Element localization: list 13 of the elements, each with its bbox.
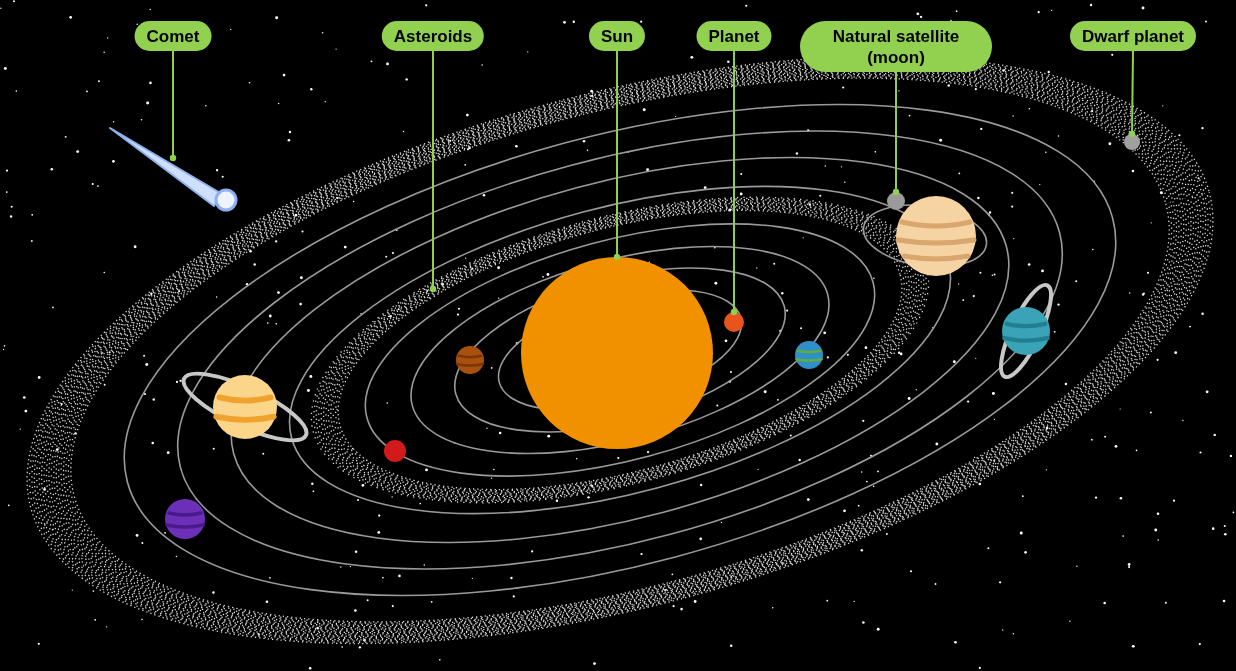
callout-label: Sun bbox=[588, 21, 646, 51]
leader-line bbox=[429, 50, 437, 293]
leader-line bbox=[1128, 50, 1136, 138]
callout-label: Comet bbox=[134, 21, 212, 51]
leader-line bbox=[613, 50, 621, 261]
callout-label: Dwarf planet bbox=[1070, 21, 1196, 51]
leader-line bbox=[892, 71, 900, 196]
planet-drawing bbox=[887, 192, 905, 210]
callout-label: Natural satellite (moon) bbox=[800, 21, 992, 72]
leader-line bbox=[169, 50, 177, 162]
callout-label: Asteroids bbox=[381, 21, 485, 51]
callout-label: Planet bbox=[696, 21, 772, 51]
planet-drawing bbox=[1124, 134, 1140, 150]
